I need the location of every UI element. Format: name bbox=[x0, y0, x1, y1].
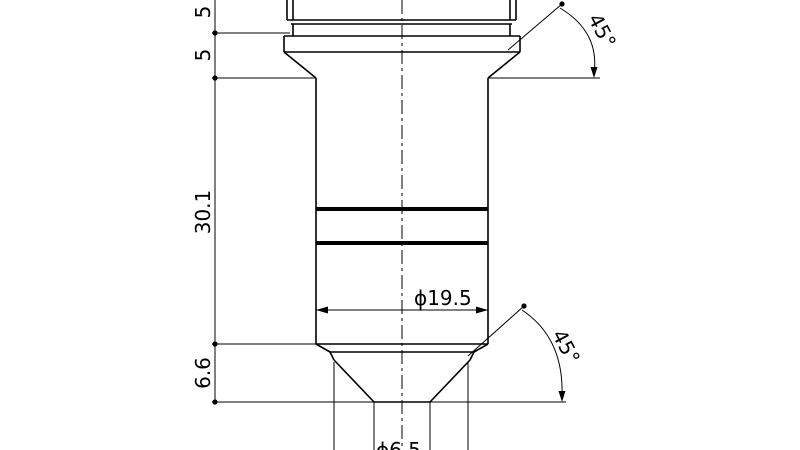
dim-flange-height: 5 bbox=[191, 49, 215, 62]
dim-tip-height: 6.6 bbox=[191, 357, 215, 389]
dim-body-length: 30.1 bbox=[191, 190, 215, 235]
top-angle-dimension bbox=[507, 1, 598, 78]
top-angle-label: 45° bbox=[583, 9, 621, 52]
top-cap bbox=[286, 0, 517, 36]
dim-top-height: 5 bbox=[191, 6, 215, 19]
vertical-dimension-line bbox=[212, 0, 218, 405]
dim-tip-diameter: ϕ6.5 bbox=[376, 438, 421, 450]
flange bbox=[283, 35, 521, 79]
extension-lines bbox=[212, 32, 600, 450]
dim-body-diameter: ϕ19.5 bbox=[414, 286, 472, 310]
bottom-angle-dimension bbox=[467, 303, 566, 402]
main-body bbox=[315, 78, 489, 353]
body-diameter-dimension bbox=[316, 306, 488, 314]
bottom-angle-label: 45° bbox=[547, 325, 585, 368]
